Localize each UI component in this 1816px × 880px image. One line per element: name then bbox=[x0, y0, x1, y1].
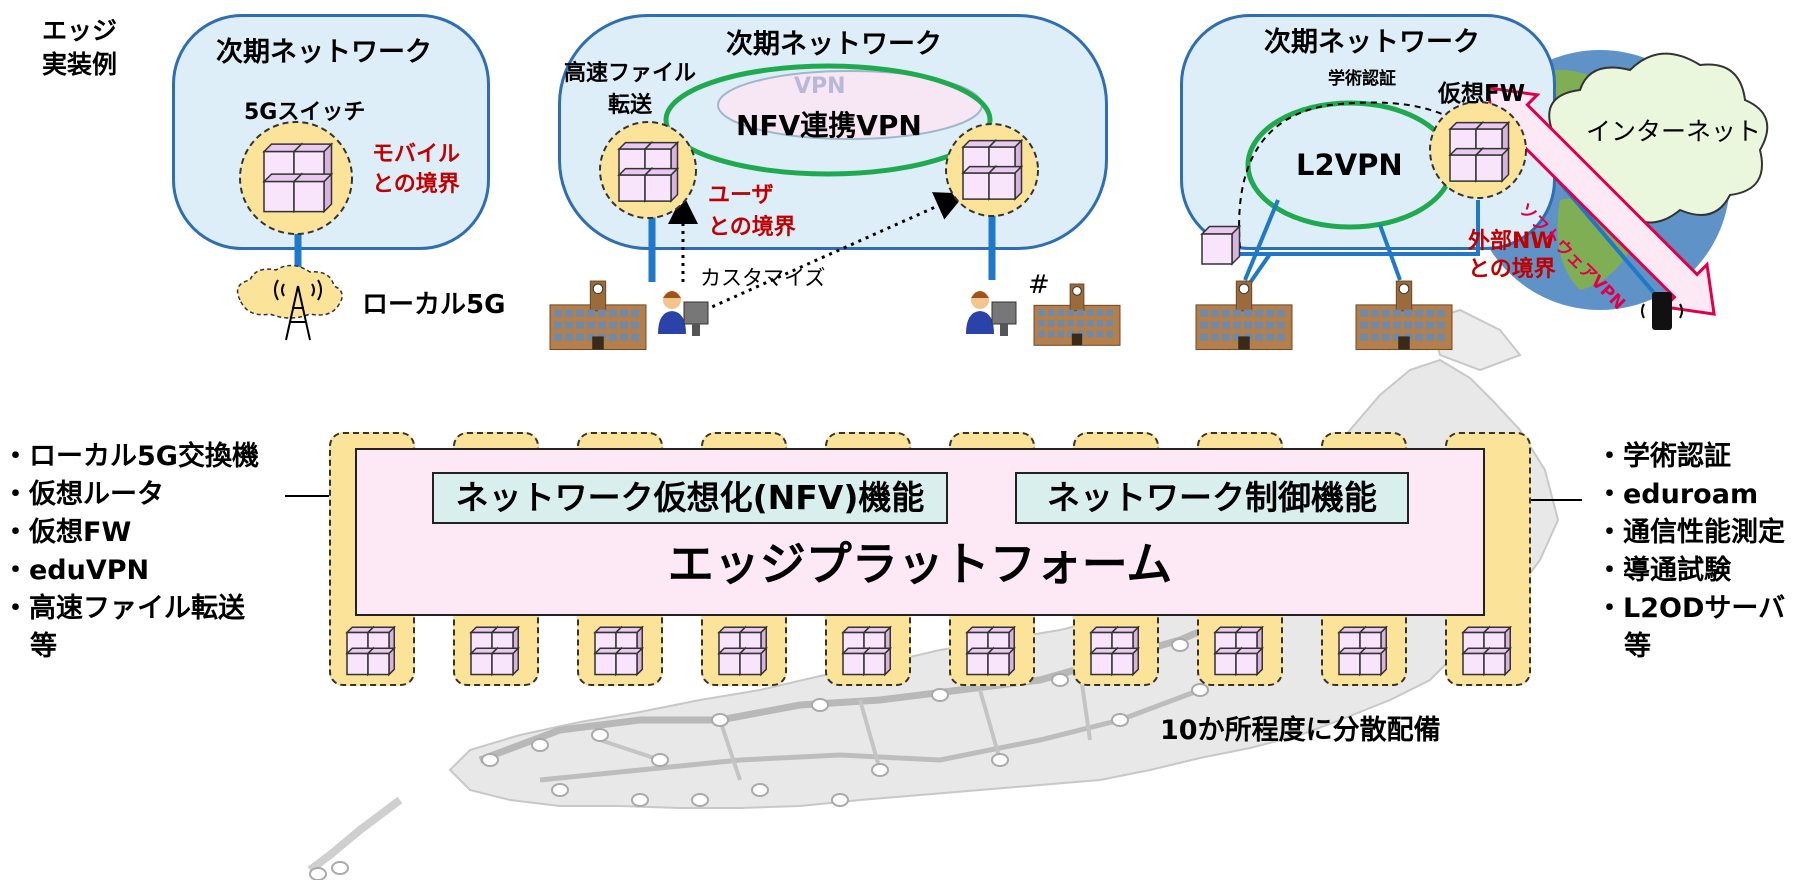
switch-icon bbox=[965, 625, 1017, 677]
panel2-title: 次期ネットワーク bbox=[726, 29, 942, 60]
university-building-icon bbox=[1033, 283, 1121, 346]
control-function-box: ネットワーク制御機能 bbox=[1015, 472, 1409, 524]
left-list-item: 仮想FW bbox=[2, 514, 259, 552]
platform-label: エッジプラットフォーム bbox=[667, 537, 1173, 591]
auth-label: 学術認証 bbox=[1328, 69, 1396, 89]
right-list-item: 通信性能測定 bbox=[1596, 514, 1785, 552]
vpn-small-label: VPN bbox=[794, 74, 846, 99]
control-function-label: ネットワーク制御機能 bbox=[1047, 478, 1377, 517]
left-list-item: 等 bbox=[30, 631, 57, 662]
right-list-item: eduroam bbox=[1596, 476, 1785, 514]
nfv-vpn-label: NFV連携VPN bbox=[736, 109, 922, 142]
panel1-boundary-label: モバイル との境界 bbox=[372, 142, 461, 197]
switch-icon bbox=[593, 625, 645, 677]
university-building-icon bbox=[1195, 280, 1293, 351]
auth-arrow bbox=[1238, 101, 1466, 249]
switch-icon bbox=[1461, 625, 1513, 677]
university-building-icon bbox=[1355, 280, 1453, 351]
switch-icon bbox=[1337, 625, 1389, 677]
customize-arrow-right bbox=[704, 192, 966, 312]
switch-icon bbox=[617, 140, 680, 203]
internet-label: インターネット bbox=[1586, 117, 1762, 146]
right-list-item: 等 bbox=[1624, 631, 1651, 662]
switch-icon bbox=[262, 142, 334, 214]
panel1-title: 次期ネットワーク bbox=[216, 37, 432, 68]
switch-icon bbox=[1089, 625, 1141, 677]
l2vpn-label: L2VPN bbox=[1296, 148, 1403, 182]
customize-label: カスタマイズ bbox=[700, 266, 826, 290]
fw-label: 仮想FW bbox=[1438, 81, 1526, 107]
edge-example-label: エッジ 実装例 bbox=[42, 16, 118, 79]
left-list-item: ローカル5G交換機 bbox=[2, 438, 259, 476]
left-function-list: ローカル5G交換機 仮想ルータ 仮想FW eduVPN 高速ファイル転送 等 bbox=[2, 438, 259, 666]
switch-icon bbox=[469, 625, 521, 677]
switch-icon bbox=[841, 625, 893, 677]
nfv-function-box: ネットワーク仮想化(NFV)機能 bbox=[432, 472, 948, 524]
right-list-item: 導通試験 bbox=[1596, 552, 1785, 590]
transfer-label: 高速ファイル 転送 bbox=[564, 61, 697, 118]
antenna-icon bbox=[236, 264, 343, 341]
panel2-boundary-label: ユーザ との境界 bbox=[708, 183, 796, 240]
switch-icon bbox=[1448, 120, 1511, 183]
panel1-switch-label: 5Gスイッチ bbox=[244, 100, 366, 125]
right-function-list: 学術認証 eduroam 通信性能測定 導通試験 L2ODサーバ 等 bbox=[1596, 438, 1785, 666]
left-list-item: eduVPN bbox=[2, 552, 259, 590]
hash-label: # bbox=[1028, 270, 1050, 300]
small-device-icon bbox=[1200, 224, 1242, 266]
nfv-vpn-ellipse bbox=[663, 63, 993, 177]
switch-icon bbox=[1213, 625, 1265, 677]
user-with-pc-icon bbox=[966, 291, 1017, 336]
nfv-function-label: ネットワーク仮想化(NFV)機能 bbox=[455, 478, 925, 517]
smartphone-icon bbox=[1641, 292, 1683, 330]
left-list-item: 仮想ルータ bbox=[2, 476, 259, 514]
switch-icon bbox=[717, 625, 769, 677]
panel3-boundary-label: 外部NW との境界 bbox=[1468, 229, 1556, 282]
university-building-icon bbox=[549, 280, 647, 351]
right-list-item: 学術認証 bbox=[1596, 438, 1785, 476]
user-with-pc-icon bbox=[658, 291, 709, 336]
distribution-label: 10か所程度に分散配備 bbox=[1160, 715, 1441, 746]
panel3-title: 次期ネットワーク bbox=[1264, 27, 1480, 58]
left-list-item: 高速ファイル転送 bbox=[2, 590, 259, 628]
right-list-item: L2ODサーバ bbox=[1596, 590, 1785, 628]
local5g-label: ローカル5G bbox=[362, 290, 506, 320]
switch-icon bbox=[345, 625, 397, 677]
switch-icon bbox=[961, 138, 1024, 201]
